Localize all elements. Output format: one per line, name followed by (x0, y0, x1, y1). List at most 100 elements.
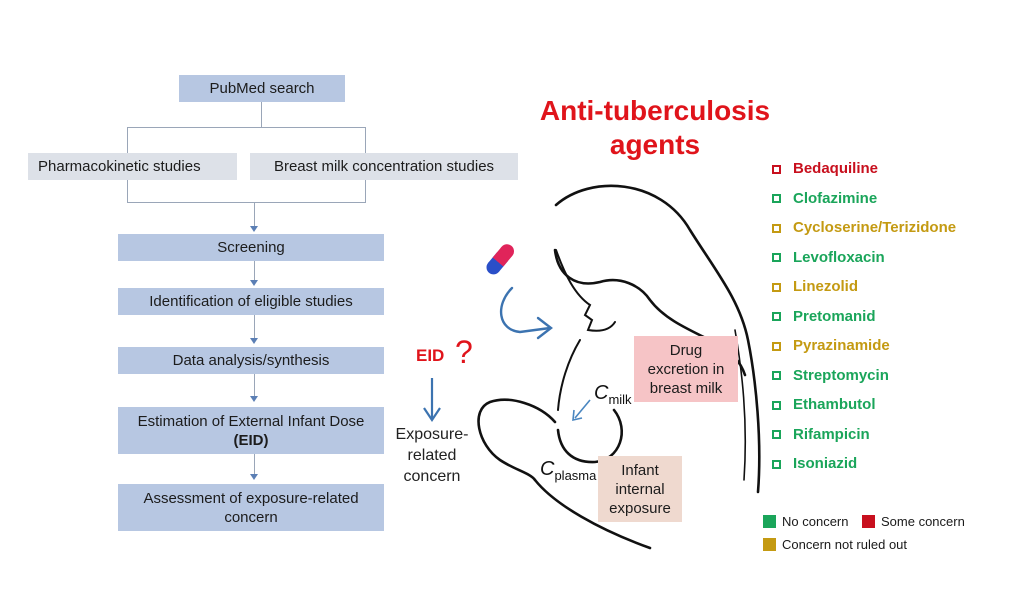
arrow-head (250, 280, 258, 286)
checkbox-icon (772, 400, 781, 410)
flow-breast-milk-studies: Breast milk concentration studies (250, 153, 518, 180)
checkbox-icon (772, 312, 781, 321)
drug-item: Clofazimine (772, 190, 877, 208)
legend-some-concern: Some concern (862, 514, 965, 529)
flow-eid-estimation: Estimation of External Infant Dose (EID) (118, 407, 384, 454)
checkbox-icon (772, 194, 781, 203)
checkbox-icon (772, 253, 781, 262)
connector (365, 180, 366, 203)
connector (254, 315, 255, 339)
milk-arrow (574, 399, 591, 419)
curved-arrow (499, 286, 552, 334)
not-ruled-out-label: Concern not ruled out (782, 537, 908, 552)
hair-outline (554, 184, 761, 494)
some-concern-swatch (862, 515, 875, 528)
title-line1: Anti-tuberculosis (539, 95, 771, 126)
arrow-head (250, 226, 258, 232)
drug-item: Linezolid (772, 278, 858, 296)
infant-body (533, 478, 652, 550)
drug-name: Streptomycin (793, 366, 889, 384)
drug-item: Cycloserine/Terizidone (772, 219, 956, 237)
infant-head (477, 398, 557, 482)
curved-arrow-head (536, 316, 553, 340)
question-mark: ? (455, 334, 473, 370)
connector (127, 127, 128, 153)
infant-exposure-line3: exposure (609, 499, 671, 517)
c-plasma-label: Cplasma (540, 458, 596, 483)
connector (254, 202, 255, 227)
arrow-head (250, 338, 258, 344)
c-plasma-sub: plasma (554, 468, 597, 483)
no-concern-label: No concern (782, 514, 849, 529)
drug-item: Bedaquiline (772, 160, 878, 178)
drug-name: Bedaquiline (793, 160, 879, 177)
connector (127, 127, 366, 128)
eid-step-line1: Estimation of External Infant Dose (137, 412, 365, 430)
c-milk-sub: milk (608, 392, 632, 407)
drug-item: Ethambutol (772, 396, 876, 414)
mother-arm (557, 339, 581, 411)
eid-step-line2: (EID) (233, 431, 269, 449)
checkbox-icon (772, 430, 781, 439)
connector (254, 374, 255, 397)
checkbox-icon (772, 223, 781, 233)
drug-item: Levofloxacin (772, 249, 885, 267)
drug-excretion-line2: excretion in (647, 360, 725, 378)
checkbox-icon (772, 371, 781, 380)
drug-item: Isoniazid (772, 455, 857, 473)
concern-line3: concern (403, 468, 461, 485)
legend-not-ruled-out: Concern not ruled out (763, 537, 907, 552)
arrow-head (250, 474, 258, 480)
infant-exposure-line1: Infant (621, 461, 659, 479)
eid-down-arrow-head (423, 407, 441, 422)
infant-exposure-box: Infant internal exposure (598, 456, 682, 522)
flow-pharmacokinetic-studies: Pharmacokinetic studies (28, 153, 237, 180)
drug-item: Streptomycin (772, 367, 889, 385)
flow-data-analysis: Data analysis/synthesis (118, 347, 384, 374)
connector (254, 454, 255, 474)
drug-item: Pretomanid (772, 308, 876, 326)
legend-no-concern: No concern (763, 514, 848, 529)
connector (365, 127, 366, 153)
drug-name: Ethambutol (793, 396, 876, 413)
drug-excretion-box: Drug excretion in breast milk (634, 336, 738, 402)
c-milk-main: C (594, 382, 609, 404)
eid-label: EID (416, 346, 445, 365)
c-plasma-main: C (540, 458, 555, 480)
connector (127, 180, 128, 203)
connector (261, 102, 262, 127)
drug-excretion-line1: Drug (669, 341, 703, 359)
exposure-related-concern: Exposure- related concern (388, 424, 476, 487)
drug-name: Rifampicin (793, 425, 870, 443)
arrow-head (250, 396, 258, 402)
drug-name: Linezolid (793, 278, 858, 295)
drug-name: Cycloserine/Terizidone (793, 219, 957, 236)
connector (254, 261, 255, 280)
checkbox-icon (772, 282, 781, 292)
breast (556, 408, 623, 464)
drug-name: Clofazimine (793, 189, 878, 207)
no-concern-swatch (763, 515, 776, 528)
drug-name: Pretomanid (793, 307, 876, 325)
flow-assessment: Assessment of exposure-related concern (118, 484, 384, 531)
drug-name: Isoniazid (793, 455, 858, 472)
final-step-line2: concern (224, 508, 278, 526)
checkbox-icon (772, 459, 781, 469)
flow-pubmed-search: PubMed search (179, 75, 345, 102)
concern-line2: related (407, 447, 457, 464)
drug-item: Rifampicin (772, 426, 870, 444)
final-step-line1: Assessment of exposure-related (143, 489, 359, 507)
some-concern-label: Some concern (881, 514, 965, 529)
illustration-title: Anti-tuberculosis agents (520, 94, 790, 162)
drug-excretion-line3: breast milk (649, 379, 723, 397)
flow-identification: Identification of eligible studies (118, 288, 384, 315)
drug-name: Levofloxacin (793, 248, 885, 266)
c-milk-label: Cmilk (594, 382, 632, 407)
checkbox-icon (772, 341, 781, 351)
drug-item: Pyrazinamide (772, 337, 890, 355)
connector (127, 202, 366, 203)
drug-name: Pyrazinamide (793, 337, 890, 354)
capsule-icon (486, 244, 514, 275)
concern-line1: Exposure- (395, 426, 469, 443)
